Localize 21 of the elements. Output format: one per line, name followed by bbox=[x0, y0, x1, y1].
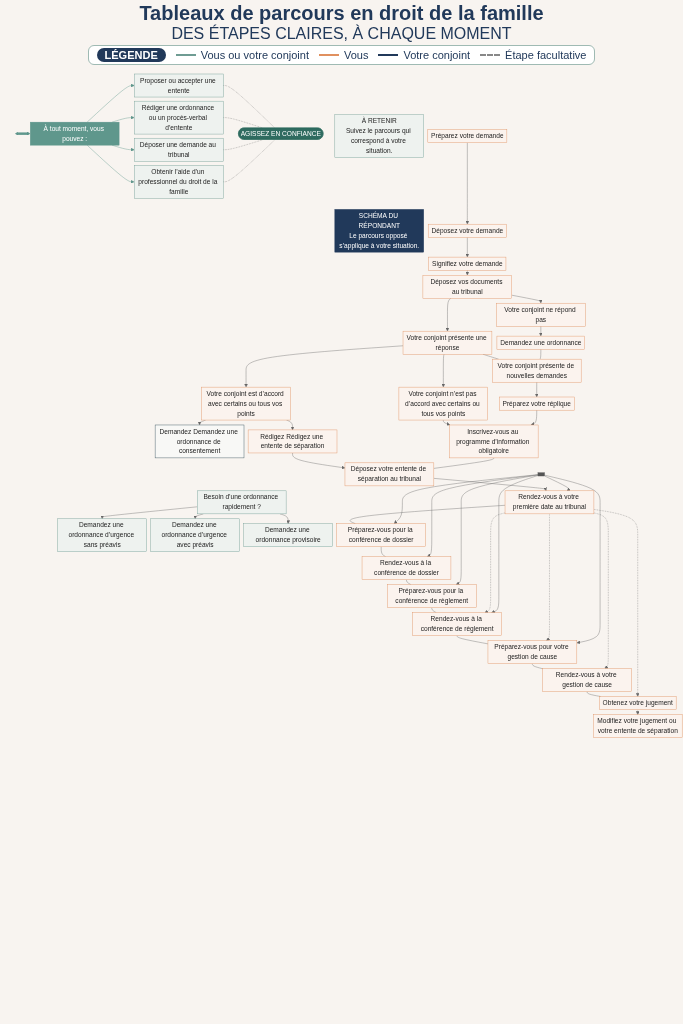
legend-label: Vous ou votre conjoint bbox=[200, 49, 309, 61]
connector bbox=[223, 85, 276, 129]
connector bbox=[380, 546, 386, 557]
connector bbox=[349, 505, 506, 524]
connector bbox=[433, 457, 494, 469]
node-bar bbox=[537, 472, 545, 477]
legend-title: LÉGENDE bbox=[96, 48, 166, 62]
legend-label: Votre conjoint bbox=[403, 49, 471, 61]
subtitle: DES ÉTAPES CLAIRES, À CHAQUE MOMENT bbox=[171, 25, 512, 42]
connector bbox=[532, 663, 543, 669]
legend-label: Vous bbox=[344, 49, 369, 61]
arrow bbox=[465, 270, 470, 276]
legend-label: Étape facultative bbox=[505, 49, 587, 61]
title: Tableaux de parcours en droit de la famille bbox=[138, 2, 545, 24]
arrow bbox=[635, 709, 640, 715]
connector bbox=[456, 635, 489, 645]
connector bbox=[406, 579, 412, 585]
connector bbox=[223, 139, 276, 182]
arrow bbox=[15, 131, 31, 136]
connector bbox=[586, 691, 602, 697]
connector bbox=[539, 349, 542, 360]
